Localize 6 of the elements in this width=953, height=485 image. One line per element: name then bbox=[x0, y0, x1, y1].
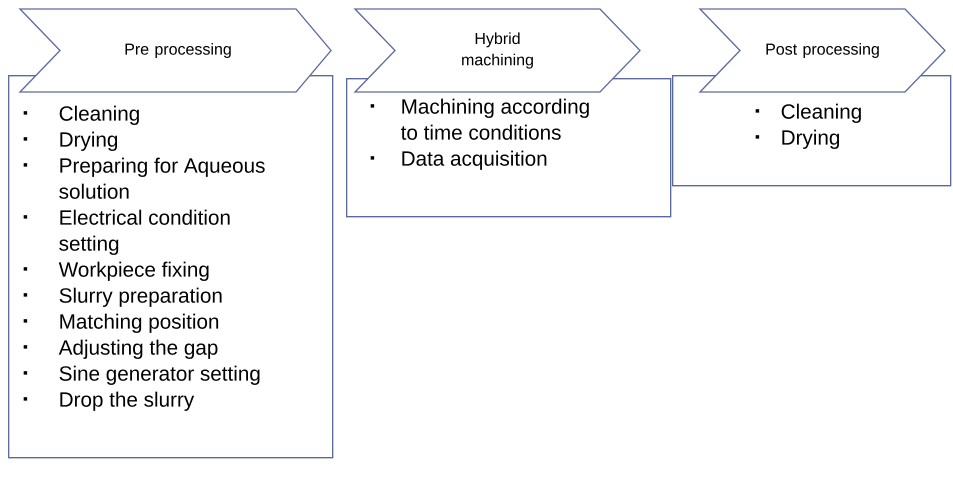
chevron: Post processing bbox=[698, 8, 946, 93]
list-box: Cleaning Drying Preparing for Aqueous solution Electrical condition setting Workpiece fixing Slurry preparation Matching position Adjusting the gap Sine generator setting Drop the slurry bbox=[8, 75, 334, 458]
list-box: Machining according to time conditions Data acquisition bbox=[346, 78, 672, 218]
node-label: Post processing bbox=[766, 43, 879, 58]
chevron: Pre processing bbox=[18, 8, 332, 93]
chevron: Hybrid machining bbox=[353, 8, 641, 93]
